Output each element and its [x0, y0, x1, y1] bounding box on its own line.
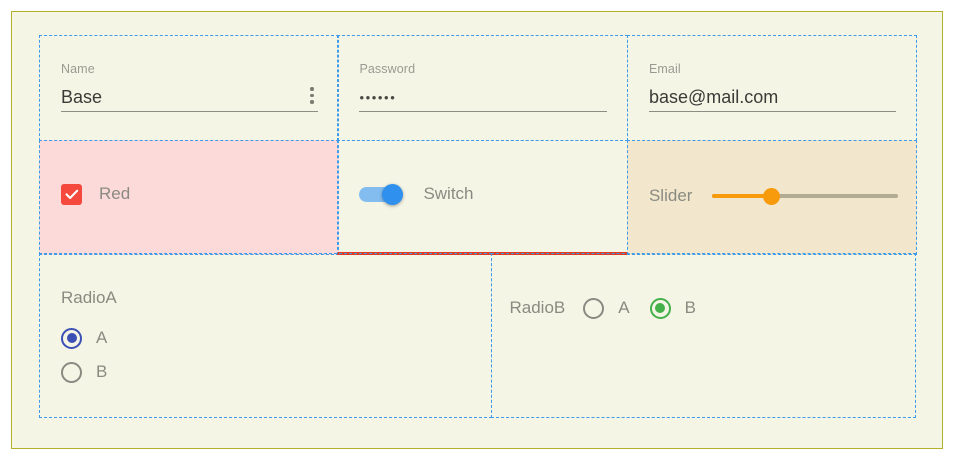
name-input[interactable]: Base: [61, 87, 103, 108]
cell-switch: Switch: [337, 139, 629, 255]
password-field-wrapper: Password ••••••: [359, 62, 608, 112]
red-checkbox[interactable]: [61, 183, 82, 205]
slider-label: Slider: [648, 185, 693, 205]
radio-dot: [655, 303, 666, 313]
fields-row: Name Base Password ••••••: [39, 35, 917, 141]
radio-b-option-b[interactable]: B: [649, 291, 696, 325]
form-grid: Name Base Password ••••••: [39, 35, 917, 427]
switch-knob[interactable]: [382, 183, 404, 205]
slider-fill: [712, 193, 772, 198]
email-input[interactable]: base@mail.com: [648, 87, 779, 108]
switch-toggle[interactable]: [359, 183, 406, 205]
kebab-menu-icon[interactable]: [304, 87, 318, 108]
radio-a-option-a-label: A: [96, 328, 108, 347]
slider-control[interactable]: [712, 187, 898, 205]
radio-b-option-a[interactable]: A: [583, 291, 630, 325]
radio-selected-icon[interactable]: [649, 297, 671, 319]
kebab-dot: [310, 93, 314, 98]
radio-group-a: RadioA A B: [61, 288, 117, 389]
name-field-wrapper: Name Base: [61, 62, 318, 112]
cell-radio-a: RadioA A B: [39, 253, 492, 418]
controls-row: Red Switch Slider: [39, 139, 917, 255]
radio-group-b: RadioB A B: [510, 291, 696, 325]
radio-selected-icon[interactable]: [61, 327, 82, 349]
password-field-label: Password: [359, 62, 416, 76]
checkbox-row[interactable]: Red: [61, 183, 131, 205]
cell-email-field: Email base@mail.com: [626, 35, 917, 141]
radio-dot: [66, 333, 77, 343]
switch-label: Switch: [423, 183, 474, 203]
email-field-line: base@mail.com: [648, 84, 896, 112]
name-field-line: Base: [61, 84, 318, 112]
email-field-label: Email: [648, 62, 681, 76]
cell-checkbox: Red: [39, 139, 339, 255]
slider-thumb[interactable]: [763, 187, 781, 205]
radio-a-option-b[interactable]: B: [61, 355, 117, 389]
cell-radio-b: RadioB A B: [490, 253, 916, 418]
password-input[interactable]: ••••••: [359, 89, 397, 105]
name-field-label: Name: [61, 62, 95, 76]
cell-slider: Slider: [626, 139, 917, 255]
app-frame: Name Base Password ••••••: [11, 11, 943, 449]
radio-unselected-icon[interactable]: [583, 297, 605, 319]
radio-a-option-b-label: B: [96, 362, 108, 381]
radio-group-b-label: RadioB: [509, 298, 566, 317]
slider-row: Slider: [649, 186, 898, 206]
cell-name-field: Name Base: [39, 35, 339, 141]
email-field-wrapper: Email base@mail.com: [648, 62, 896, 112]
radio-unselected-icon[interactable]: [61, 361, 82, 383]
switch-row[interactable]: Switch: [359, 183, 474, 205]
radios-row: RadioA A B RadioB: [39, 253, 917, 418]
radio-a-option-a[interactable]: A: [61, 321, 117, 355]
red-checkbox-label: Red: [99, 184, 131, 203]
slider-track[interactable]: [712, 193, 898, 198]
kebab-dot: [310, 87, 314, 91]
check-icon: [64, 189, 78, 199]
cell-password-field: Password ••••••: [337, 35, 629, 141]
radio-b-option-a-label: A: [618, 298, 630, 317]
password-field-line: ••••••: [359, 84, 608, 112]
kebab-dot: [310, 100, 314, 104]
radio-b-option-b-label: B: [684, 298, 696, 317]
radio-group-a-label: RadioA: [61, 288, 117, 307]
